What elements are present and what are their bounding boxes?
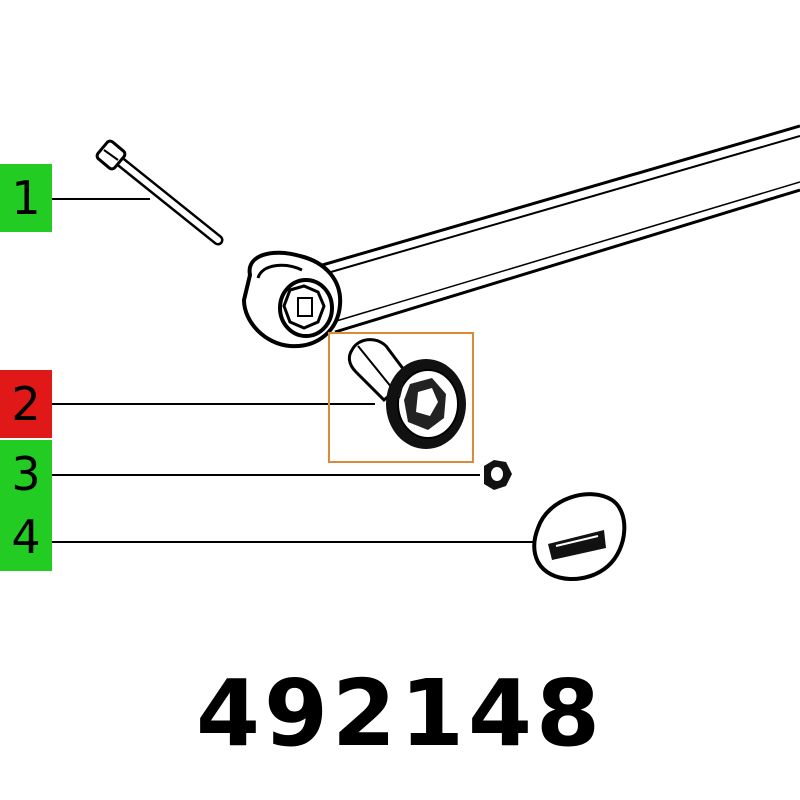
part-number: 492148 (195, 660, 605, 767)
highlight-box (328, 332, 474, 463)
callout-badge-4[interactable]: 4 (0, 503, 52, 571)
callout-badge-1[interactable]: 1 (0, 164, 52, 232)
rail-end-cap (241, 250, 343, 349)
knob-part (347, 338, 466, 449)
callout-badge-2[interactable]: 2 (0, 370, 52, 438)
bolt-part (95, 139, 224, 246)
callout-badge-3[interactable]: 3 (0, 440, 52, 508)
rail-tube (311, 124, 800, 334)
nut-part (484, 460, 512, 490)
cover-cap-part (532, 492, 627, 581)
